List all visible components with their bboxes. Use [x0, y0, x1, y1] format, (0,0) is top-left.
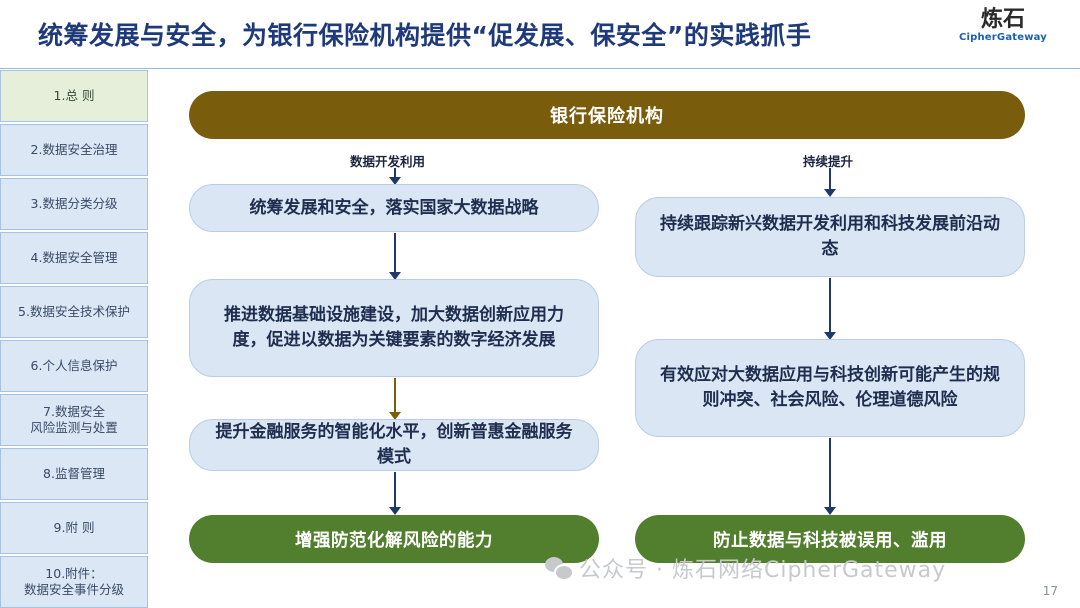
arrow-down — [824, 438, 836, 515]
left-box-strategy: 统筹发展和安全，落实国家大数据战略 — [189, 184, 599, 232]
page-number: 17 — [1042, 584, 1058, 598]
left-box-infrastructure: 推进数据基础设施建设，加大数据创新应用力度，促进以数据为关键要素的数字经济发展 — [189, 279, 599, 377]
sidebar-item-personal-info[interactable]: 6.个人信息保护 — [0, 340, 148, 392]
left-branch-label: 数据开发利用 — [350, 154, 426, 169]
right-result: 防止数据与科技被误用、滥用 — [635, 515, 1025, 563]
right-branch-label: 持续提升 — [803, 154, 854, 169]
arrow-down — [824, 168, 836, 197]
sidebar-item-appendix[interactable]: 10.附件： 数据安全事件分级 — [0, 556, 148, 608]
right-box-tracking: 持续跟踪新兴数据开发利用和科技发展前沿动态 — [635, 197, 1025, 277]
footer-watermark: 公众号 · 炼石网络CipherGateway — [545, 552, 946, 584]
arrow-down — [389, 378, 401, 420]
sidebar-item-tech-protection[interactable]: 5.数据安全技术保护 — [0, 286, 148, 338]
sidebar-item-classification[interactable]: 3.数据分类分级 — [0, 178, 148, 230]
left-box-fintech: 提升金融服务的智能化水平，创新普惠金融服务模式 — [189, 419, 599, 471]
arrow-down — [824, 278, 836, 340]
sidebar-item-management[interactable]: 4.数据安全管理 — [0, 232, 148, 284]
sidebar-item-risk-monitoring[interactable]: 7.数据安全 风险监测与处置 — [0, 394, 148, 446]
wechat-icon — [545, 557, 574, 581]
brand-logo: 炼石 CipherGateway — [948, 7, 1058, 44]
top-band-institution: 银行保险机构 — [189, 91, 1025, 139]
right-box-risk-response: 有效应对大数据应用与科技创新可能产生的规则冲突、社会风险、伦理道德风险 — [635, 339, 1025, 437]
page-title: 统筹发展与安全，为银行保险机构提供“促发展、保安全”的实践抓手 — [38, 21, 812, 50]
footer-watermark-text: 公众号 · 炼石网络CipherGateway — [579, 558, 947, 583]
arrow-down — [389, 233, 401, 280]
sidebar-item-supplementary[interactable]: 9.附 则 — [0, 502, 148, 554]
sidebar-item-governance[interactable]: 2.数据安全治理 — [0, 124, 148, 176]
sidebar-nav: 1.总 则 2.数据安全治理 3.数据分类分级 4.数据安全管理 5.数据安全技… — [0, 70, 150, 608]
arrow-down — [389, 168, 401, 185]
sidebar-item-general[interactable]: 1.总 则 — [0, 70, 148, 122]
title-divider — [0, 68, 1080, 69]
arrow-down — [389, 472, 401, 515]
logo-subtitle: CipherGateway — [958, 32, 1048, 43]
left-result: 增强防范化解风险的能力 — [189, 515, 599, 563]
logo-mark: 炼石 — [980, 7, 1025, 32]
sidebar-item-supervision[interactable]: 8.监督管理 — [0, 448, 148, 500]
